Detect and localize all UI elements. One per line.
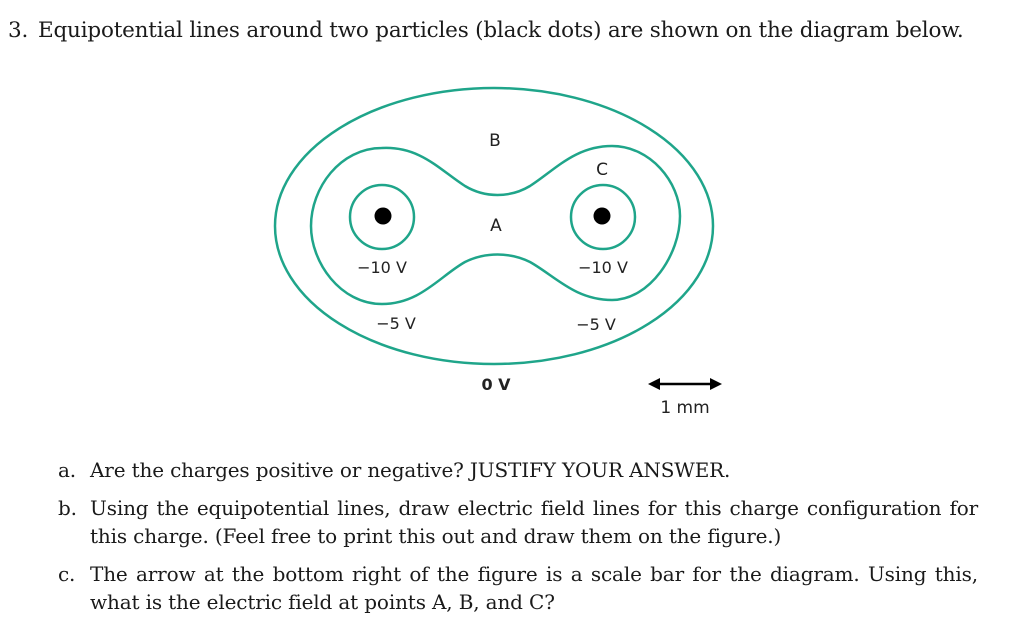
arrowhead-right-icon (710, 378, 722, 390)
subquestion-label: c. (58, 562, 76, 586)
equipotential-0v (273, 86, 715, 366)
subquestion-label: a. (58, 458, 76, 482)
point-label-a: A (490, 216, 502, 236)
equipotential-minus10v-right (569, 183, 637, 251)
charge-dot-left (374, 207, 392, 225)
charge-dot-right (593, 207, 611, 225)
label-minus10v-left: −10 V (357, 258, 407, 277)
label-minus10v-right: −10 V (578, 258, 628, 277)
scale-bar: 1 mm (648, 378, 722, 418)
point-label-b: B (489, 131, 501, 151)
subquestion-text: The arrow at the bottom right of the fig… (90, 562, 978, 614)
arrowhead-left-icon (648, 378, 660, 390)
equipotential-minus10v-left (348, 183, 416, 251)
subquestion-a: a. Are the charges positive or negative?… (58, 456, 978, 484)
point-label-c: C (596, 160, 608, 180)
subquestion-label: b. (58, 496, 77, 520)
label-0v: 0 V (481, 375, 511, 394)
label-minus5v-left: −5 V (376, 314, 416, 333)
question-number: 3. (8, 18, 29, 43)
equipotential-diagram: B C A −10 V −10 V −5 V −5 V 0 V 1 mm (273, 86, 722, 418)
question-title: 3. Equipotential lines around two particl… (8, 18, 964, 43)
subquestion-b: b. Using the equipotential lines, draw e… (58, 494, 978, 550)
label-minus5v-right: −5 V (576, 315, 616, 334)
equipotential-minus5v (309, 144, 682, 306)
subquestion-c: c. The arrow at the bottom right of the … (58, 560, 978, 616)
subquestion-text: Are the charges positive or negative? JU… (90, 458, 731, 482)
subquestion-text: Using the equipotential lines, draw elec… (90, 496, 978, 548)
scale-bar-label: 1 mm (660, 398, 709, 418)
question-text: Equipotential lines around two particles… (38, 18, 964, 43)
